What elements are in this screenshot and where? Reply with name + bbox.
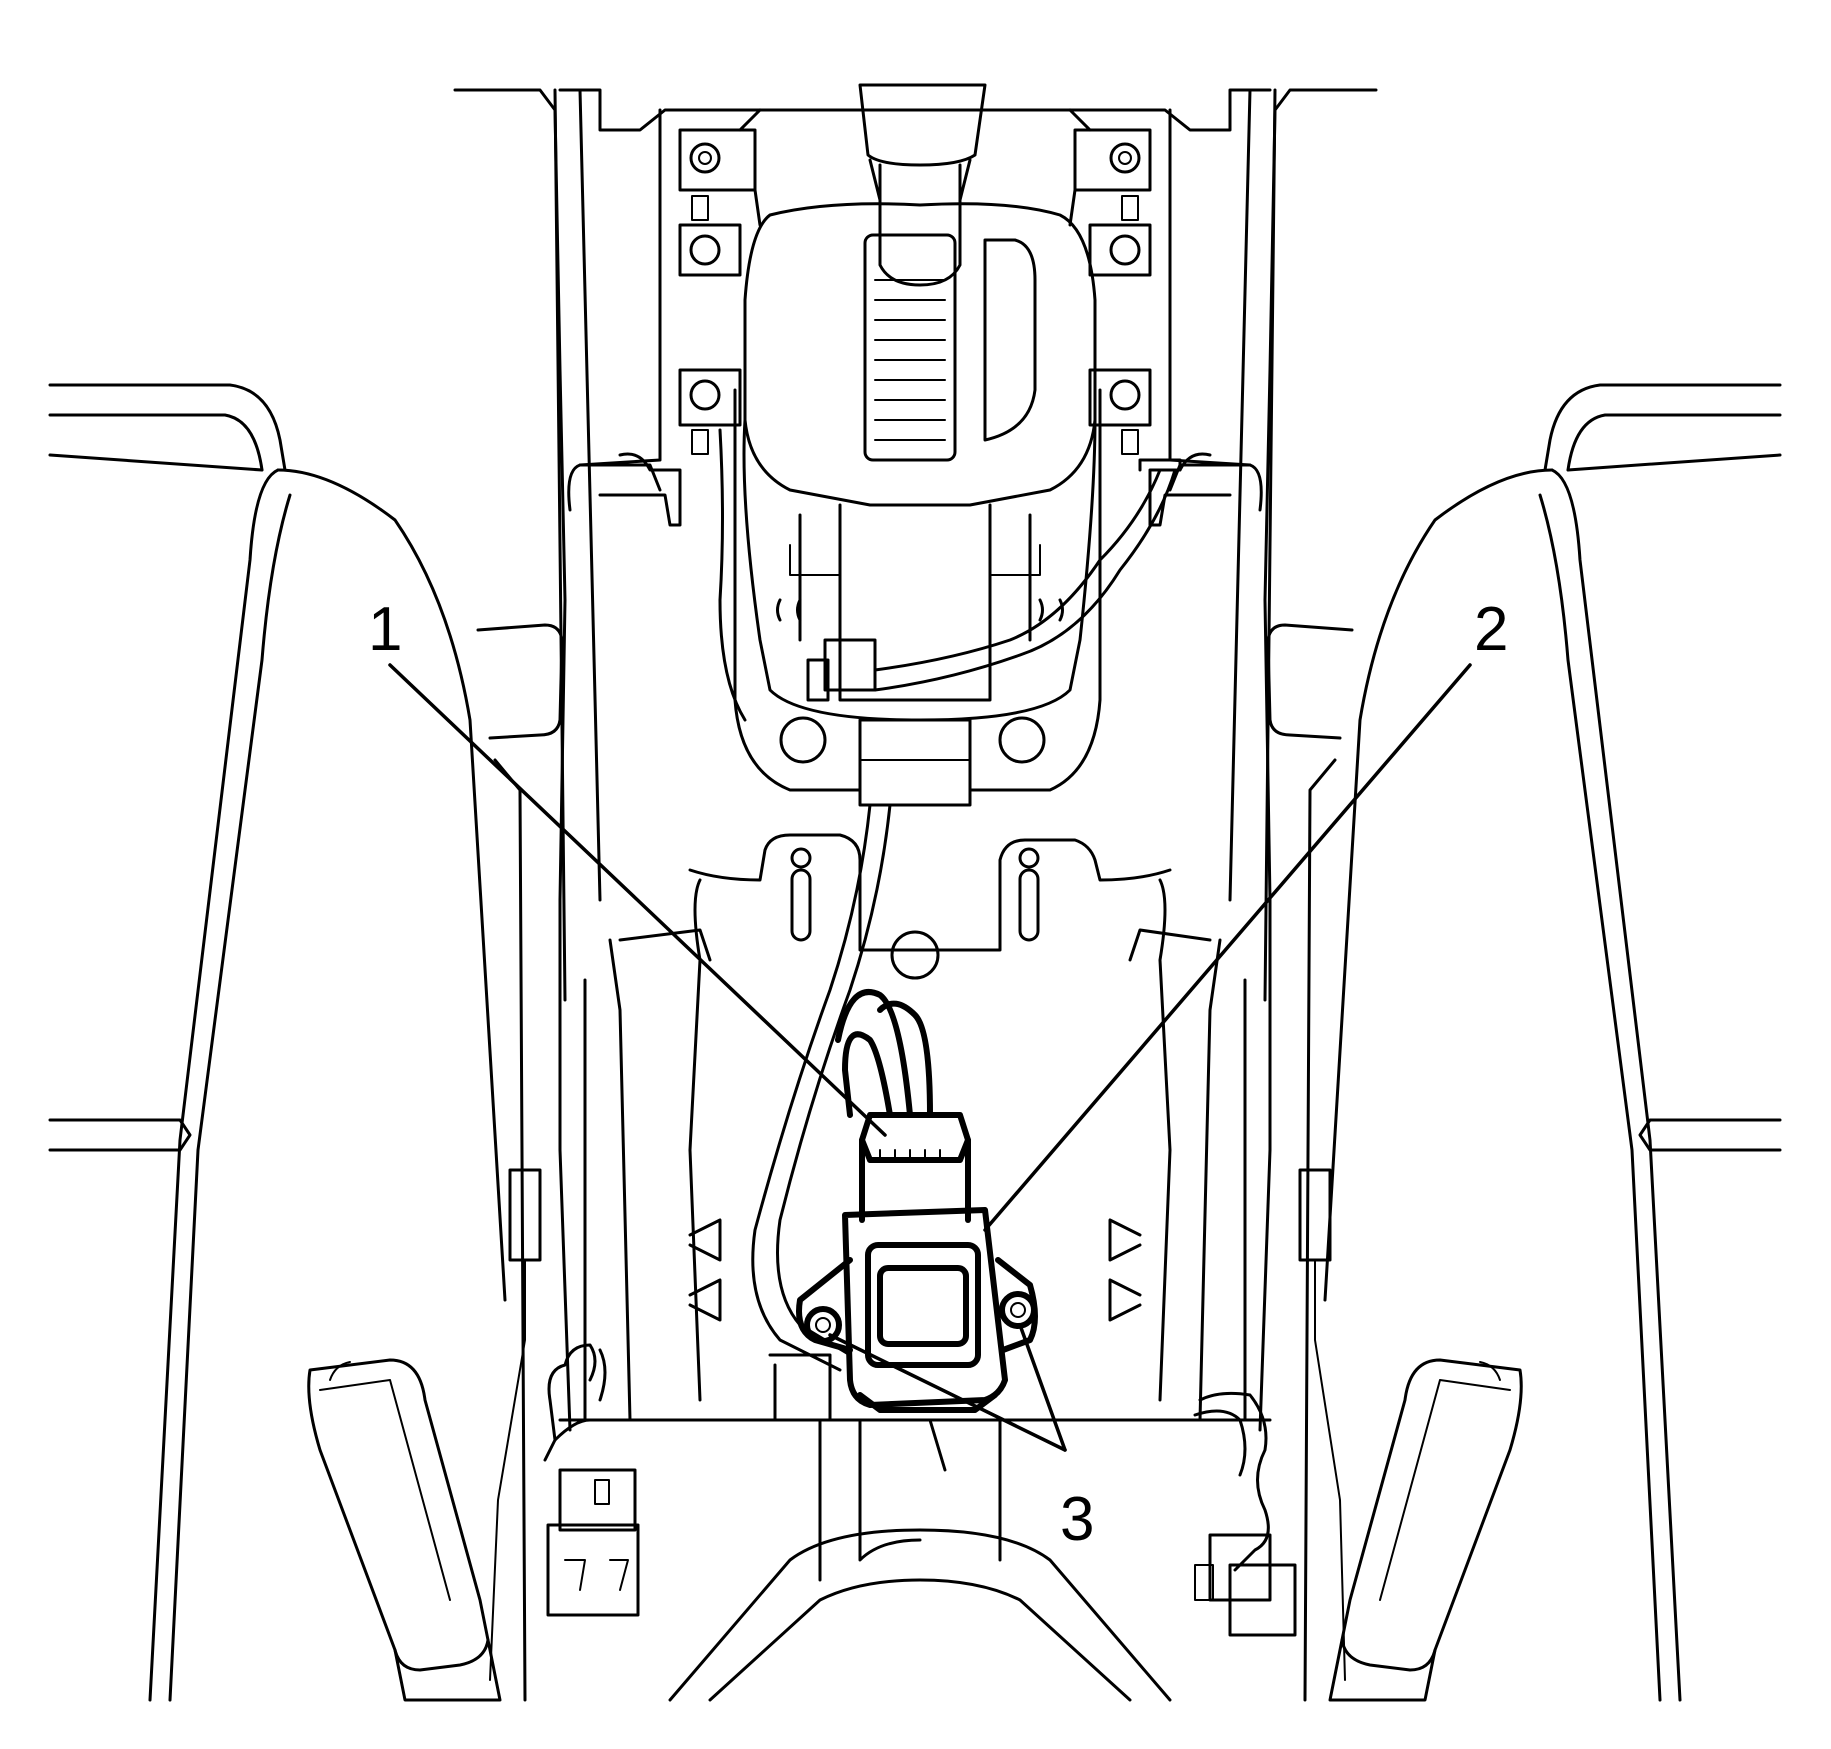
leader-3a	[828, 1333, 1067, 1452]
callout-2: 2	[1474, 595, 1508, 664]
floor-bracket	[558, 833, 1272, 1422]
leader-3b	[1018, 1323, 1067, 1452]
leader-2	[983, 663, 1472, 1232]
floor-tunnel	[668, 1418, 1172, 1702]
right-connector	[1193, 1391, 1297, 1637]
shifter-wiring	[718, 428, 1182, 764]
left-seat	[48, 383, 564, 1702]
sensor-module	[796, 1112, 1038, 1413]
leader-1	[388, 663, 887, 1137]
shifter-bezel	[733, 202, 1102, 792]
right-seatbelt-buckle	[1298, 1168, 1523, 1702]
sensor-pigtail	[835, 989, 933, 1118]
callout-1: 1	[368, 595, 402, 664]
callout-3: 3	[1060, 1485, 1094, 1554]
right-seat	[1266, 383, 1782, 1702]
left-seatbelt-buckle	[307, 1168, 542, 1702]
center-console	[453, 88, 1378, 1432]
main-harness	[751, 718, 972, 1372]
left-connector	[543, 1343, 640, 1617]
callout-leaders	[388, 663, 1472, 1452]
shift-lever	[858, 83, 987, 287]
